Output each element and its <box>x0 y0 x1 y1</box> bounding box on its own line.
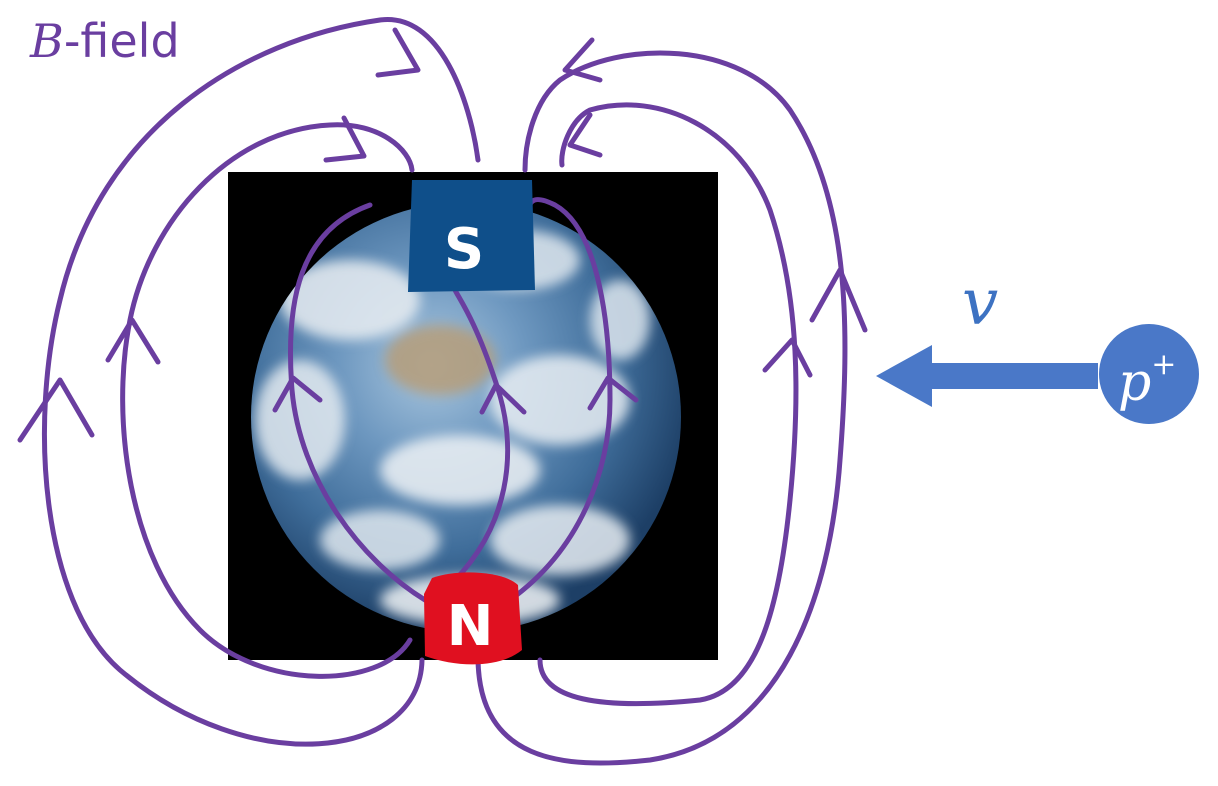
velocity-arrow <box>876 345 1098 407</box>
field-label-symbol: B <box>30 14 64 68</box>
arrowhead-inner-right-side <box>762 337 813 378</box>
arrowhead-globe-right <box>587 375 639 411</box>
north-pole-label: N <box>447 594 494 659</box>
field-line-outer-right <box>475 50 848 766</box>
field-line-globe-center <box>442 287 511 593</box>
arrowhead-outer-top-right <box>562 37 603 83</box>
arrowhead-globe-center <box>479 382 527 415</box>
arrowhead-outer-left-side <box>17 377 95 443</box>
proton-particle: p+ <box>1099 324 1199 424</box>
field-label: B-field <box>30 14 180 68</box>
south-pole-label: S <box>444 217 484 282</box>
arrowhead-outer-right-side <box>809 267 868 333</box>
field-line-globe-left <box>287 202 428 603</box>
magnetic-field-lines <box>41 17 848 766</box>
field-line-inner-right <box>537 102 799 707</box>
field-line-outer-left <box>41 17 481 747</box>
arrowhead-inner-top-right <box>567 112 603 158</box>
svg-text:p+: p+ <box>1118 347 1176 413</box>
proton-charge: + <box>1151 347 1176 382</box>
earth-globe <box>251 202 681 632</box>
south-pole-marker: S <box>408 180 535 292</box>
field-line-inner-left <box>120 122 415 679</box>
proton-symbol: p <box>1118 353 1151 413</box>
velocity-label: v <box>962 266 999 340</box>
field-line-arrowheads <box>17 27 868 443</box>
arrowhead-globe-left <box>272 375 323 413</box>
field-label-suffix: -field <box>63 14 180 68</box>
field-line-globe-right <box>507 197 613 603</box>
arrowhead-inner-left-side <box>105 317 161 365</box>
arrowhead-outer-top-left <box>375 27 421 78</box>
arrowhead-inner-top-left <box>323 115 367 163</box>
north-pole-marker: N <box>424 572 522 665</box>
